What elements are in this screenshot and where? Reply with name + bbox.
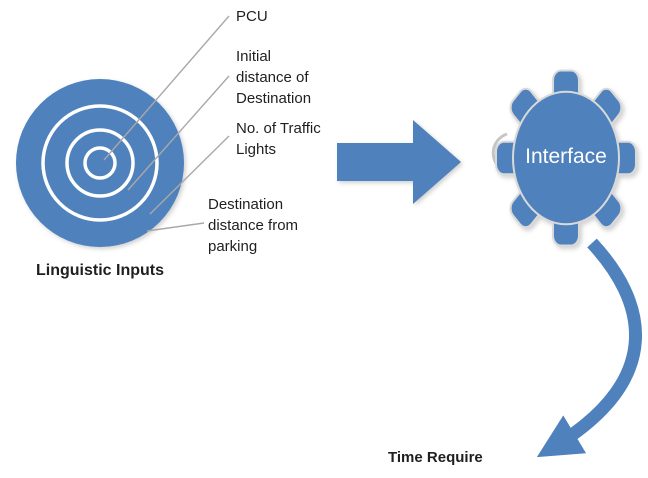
- linguistic-inputs-caption: Linguistic Inputs: [36, 262, 164, 279]
- flow-arrow-right: [337, 120, 461, 204]
- callout-lines: [103, 15, 230, 232]
- time-require-label: Time Require: [388, 449, 483, 466]
- linguistic-inputs-target: [16, 79, 184, 247]
- curved-output-arrow: [536, 238, 642, 458]
- callout-label-initial-distance: Initial distance of Destination: [236, 48, 312, 107]
- callout-label-destination-distance: Destination distance from parking: [208, 196, 299, 255]
- callout-label-traffic-lights: No. of Traffic Lights: [236, 120, 321, 158]
- target-outer-circle: [16, 79, 184, 247]
- target-ring-outer: [41, 104, 159, 222]
- target-ring-inner: [83, 146, 117, 180]
- target-ring-middle: [65, 128, 135, 198]
- callout-line-destination-distance: [146, 222, 205, 232]
- callout-line-initial-distance: [127, 75, 230, 191]
- interface-gear: [496, 71, 636, 246]
- callout-label-pcu: PCU: [236, 8, 268, 25]
- interface-gear-label: Interface: [525, 145, 607, 168]
- gear-body: [513, 92, 619, 225]
- callout-line-traffic-lights: [149, 135, 230, 215]
- callout-line-pcu: [103, 15, 230, 161]
